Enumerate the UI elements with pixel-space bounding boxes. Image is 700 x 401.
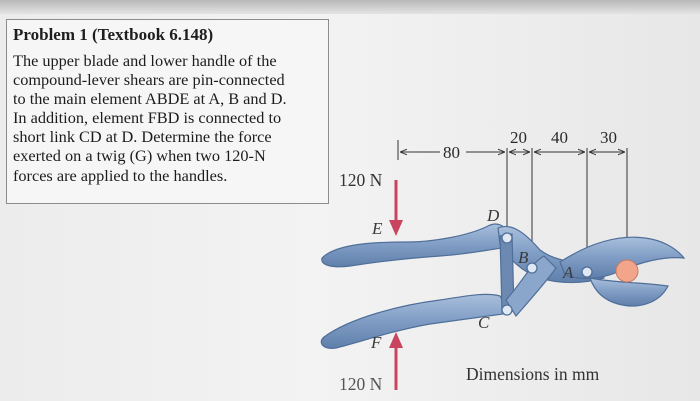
label-f: F xyxy=(370,333,382,352)
pin-d xyxy=(501,232,513,244)
problem-title: Problem 1 (Textbook 6.148) xyxy=(13,25,214,44)
monitor-top-edge xyxy=(0,0,700,14)
pin-a xyxy=(581,266,593,278)
force-arrow-bottom xyxy=(389,332,403,390)
force-arrow-top xyxy=(389,180,403,236)
problem-line: In addition, element FBD is connected to xyxy=(13,108,282,128)
problem-statement-box: Problem 1 (Textbook 6.148) The upper bla… xyxy=(6,19,329,204)
label-d: D xyxy=(486,206,500,225)
dim-80-label: 80 xyxy=(443,143,460,162)
problem-line: The upper blade and lower handle of the xyxy=(13,51,277,70)
pin-c xyxy=(501,304,513,316)
label-a: A xyxy=(562,263,574,282)
problem-line: exerted on a twig (G) when two 120-N xyxy=(13,146,266,166)
label-b: B xyxy=(518,248,529,267)
pin-b xyxy=(526,262,538,274)
element-fbd xyxy=(505,255,557,318)
upper-handle xyxy=(321,223,516,268)
problem-line: compound-lever shears are pin-connected xyxy=(13,70,285,90)
force-label-top: 120 N xyxy=(339,170,383,190)
force-label-bottom: 120 N xyxy=(339,374,383,394)
twig-g xyxy=(615,259,639,283)
dim-20-label: 20 xyxy=(510,128,527,147)
units-note: Dimensions in mm xyxy=(466,364,600,384)
dim-30-label: 30 xyxy=(600,128,617,147)
problem-text: The upper blade and lower handle of the … xyxy=(13,51,324,185)
label-e: E xyxy=(371,219,383,238)
problem-line: to the main element ABDE at A, B and D. xyxy=(13,89,287,109)
dim-40-label: 40 xyxy=(551,128,568,147)
label-c: C xyxy=(478,313,490,332)
lower-handle xyxy=(320,293,511,349)
problem-line: forces are applied to the handles. xyxy=(13,165,228,185)
problem-line: short link CD at D. Determine the force xyxy=(13,127,272,147)
